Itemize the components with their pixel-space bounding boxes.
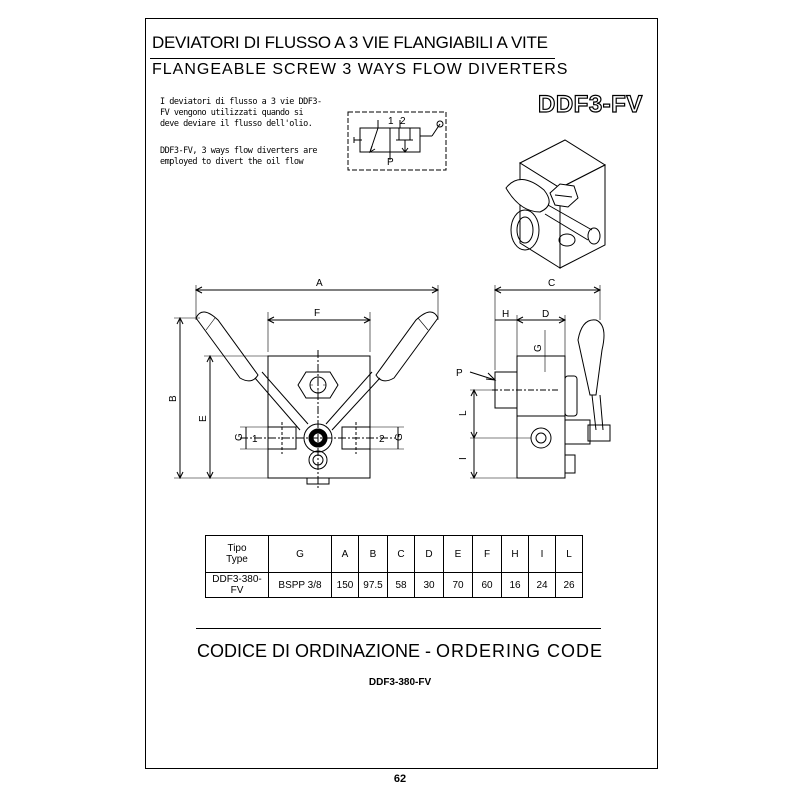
table-header-type: Tipo Type xyxy=(205,535,269,573)
description-english: DDF3-FV, 3 ways flow diverters are emplo… xyxy=(160,146,318,167)
title-english: FLANGEABLE SCREW 3 WAYS FLOW DIVERTERS xyxy=(152,61,569,78)
ordering-title: CODICE DI ORDINAZIONE - ORDERING CODE xyxy=(0,641,800,662)
front-port-2: 2 xyxy=(379,434,385,445)
table-header: I xyxy=(528,535,556,573)
table-row: DDF3-380-FV BSPP 3/8 150 97.5 58 30 70 6… xyxy=(205,572,583,598)
table-cell: 150 xyxy=(331,572,359,598)
dim-e-label: E xyxy=(198,415,209,422)
front-view xyxy=(174,285,440,490)
symbol-port-1: 1 xyxy=(388,116,394,127)
dim-c-label: C xyxy=(548,278,555,289)
ordering-title-italian: CODICE DI ORDINAZIONE xyxy=(196,641,420,661)
dim-d-label: D xyxy=(542,309,549,320)
table-cell: 60 xyxy=(472,572,502,598)
table-header: C xyxy=(387,535,415,573)
table-header: L xyxy=(555,535,583,573)
dimensions-table: Tipo Type G A B C D E F H I L DDF3-380-F… xyxy=(205,535,583,598)
table-cell: 97.5 xyxy=(358,572,388,598)
table-header: D xyxy=(414,535,444,573)
ordering-rule xyxy=(196,628,601,629)
table-header: G xyxy=(268,535,332,573)
description-italian: I deviatori di flusso a 3 vie DDF3-FV ve… xyxy=(160,97,322,129)
symbol-port-p: P xyxy=(387,157,394,168)
table-header: E xyxy=(443,535,473,573)
symbol-port-2: 2 xyxy=(400,116,406,127)
table-header: B xyxy=(358,535,388,573)
ordering-title-separator: - xyxy=(420,641,436,661)
table-cell: DDF3-380-FV xyxy=(205,572,269,598)
table-cell: 24 xyxy=(528,572,556,598)
dim-b-label: B xyxy=(168,395,179,402)
table-header: F xyxy=(472,535,502,573)
table-cell: 16 xyxy=(501,572,529,598)
dim-p-label: P xyxy=(456,368,463,379)
table-cell: 58 xyxy=(387,572,415,598)
table-cell: 70 xyxy=(443,572,473,598)
hydraulic-symbol-icon xyxy=(347,111,447,171)
dim-g-left-label: G xyxy=(234,433,245,441)
model-code: DDF3-FV xyxy=(537,90,643,118)
dim-l-label: L xyxy=(458,410,469,416)
dim-a-label: A xyxy=(316,278,323,289)
table-cell: BSPP 3/8 xyxy=(268,572,332,598)
table-cell: 26 xyxy=(555,572,583,598)
title-rule xyxy=(150,58,555,59)
dim-g-side-label: G xyxy=(533,344,544,352)
dim-f-label: F xyxy=(314,308,320,319)
table-header: A xyxy=(331,535,359,573)
side-view xyxy=(469,285,611,480)
dim-i-label: I xyxy=(458,457,469,460)
table-cell: 30 xyxy=(414,572,444,598)
table-header-row: Tipo Type G A B C D E F H I L xyxy=(205,535,583,573)
dim-g-right-label: G xyxy=(394,433,405,441)
ordering-code: DDF3-380-FV xyxy=(368,677,432,688)
page-frame xyxy=(145,18,658,769)
page-number: 62 xyxy=(393,773,407,785)
ordering-title-english: ORDERING CODE xyxy=(436,641,604,661)
table-header: H xyxy=(501,535,529,573)
valve-3d-view xyxy=(505,139,607,269)
front-port-1: 1 xyxy=(252,434,258,445)
dim-h-label: H xyxy=(502,309,509,320)
title-italian: DEVIATORI DI FLUSSO A 3 VIE FLANGIABILI … xyxy=(152,33,548,52)
